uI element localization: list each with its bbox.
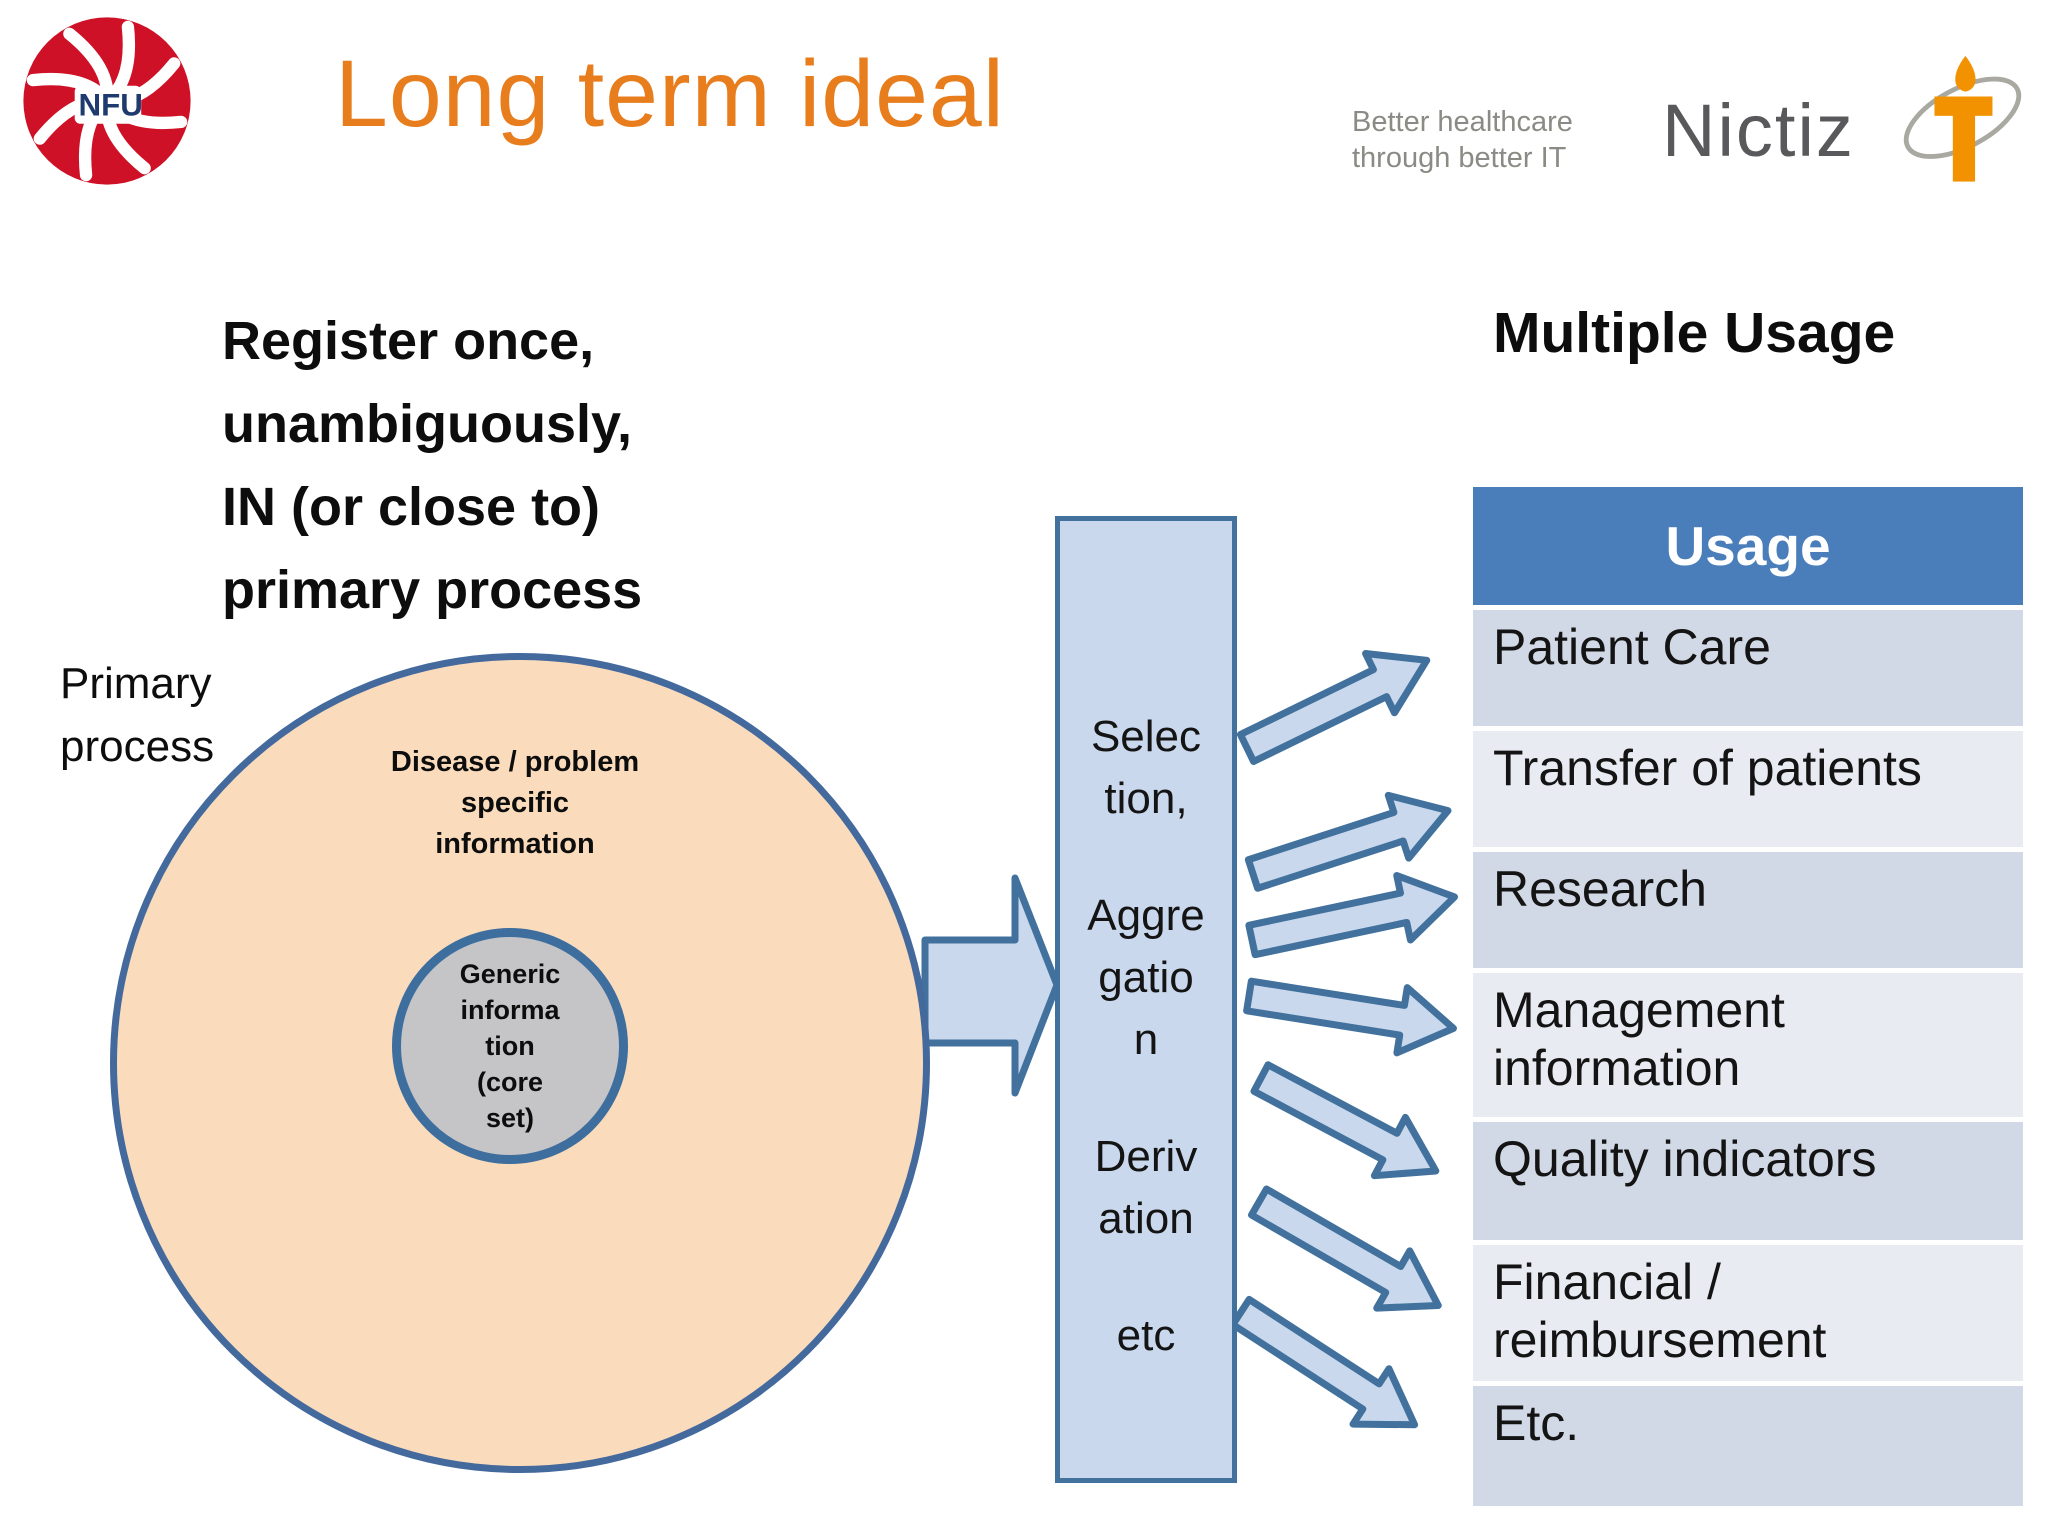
- process-item-derivation: Deriv ation: [1094, 1132, 1198, 1243]
- usage-table-header: Usage: [1473, 487, 2023, 605]
- nictiz-logo-text: Nictiz: [1662, 89, 1855, 172]
- nfu-logo-text: NFU: [79, 87, 143, 122]
- usage-row-financial: Financial / reimbursement: [1473, 1245, 2023, 1381]
- flow-arrow-management: [1243, 977, 1457, 1057]
- flow-arrow-patient-care: [1236, 649, 1431, 765]
- page-title: Long term ideal: [335, 41, 1005, 147]
- process-item-selection: Selec tion,: [1090, 712, 1202, 823]
- big-flow-arrow: [921, 874, 1061, 1097]
- flow-arrow-research: [1245, 871, 1458, 959]
- usage-row-research: Research: [1473, 852, 2023, 968]
- nictiz-tagline: Better healthcare through better IT: [1352, 106, 1573, 174]
- usage-row-patient-care: Patient Care: [1473, 610, 2023, 726]
- process-box: Selec tion, Aggre gatio n Deriv ation et…: [1055, 516, 1237, 1483]
- flow-arrow-quality: [1250, 1061, 1440, 1180]
- usage-row-quality: Quality indicators: [1473, 1122, 2023, 1240]
- process-item-etc: etc: [1116, 1311, 1176, 1360]
- flow-arrow-financial: [1248, 1185, 1442, 1312]
- usage-row-management: Management information: [1473, 973, 2023, 1117]
- nfu-logo: NFU: [23, 17, 191, 185]
- usage-row-etc: Etc.: [1473, 1386, 2023, 1506]
- flow-arrow-etc: [1229, 1295, 1419, 1429]
- disease-specific-label: Disease / problem specific information: [390, 746, 640, 860]
- flame-icon: [1955, 55, 1976, 92]
- usage-table: Usage Patient Care Transfer of patients …: [1473, 487, 2023, 1506]
- usage-row-transfer: Transfer of patients: [1473, 731, 2023, 847]
- process-item-aggregation: Aggre gatio n: [1087, 891, 1205, 1064]
- generic-core-set-label: Generic informa tion (core set): [459, 959, 561, 1133]
- multiple-usage-heading: Multiple Usage: [1493, 301, 1896, 365]
- nictiz-logo-icon: [1903, 55, 2022, 182]
- flow-arrow-transfer: [1244, 791, 1452, 892]
- primary-process-label: Primary process: [60, 659, 215, 771]
- generic-core-set-circle: Generic informa tion (core set): [392, 928, 628, 1164]
- register-once-statement: Register once, unambiguously, IN (or clo…: [222, 311, 643, 620]
